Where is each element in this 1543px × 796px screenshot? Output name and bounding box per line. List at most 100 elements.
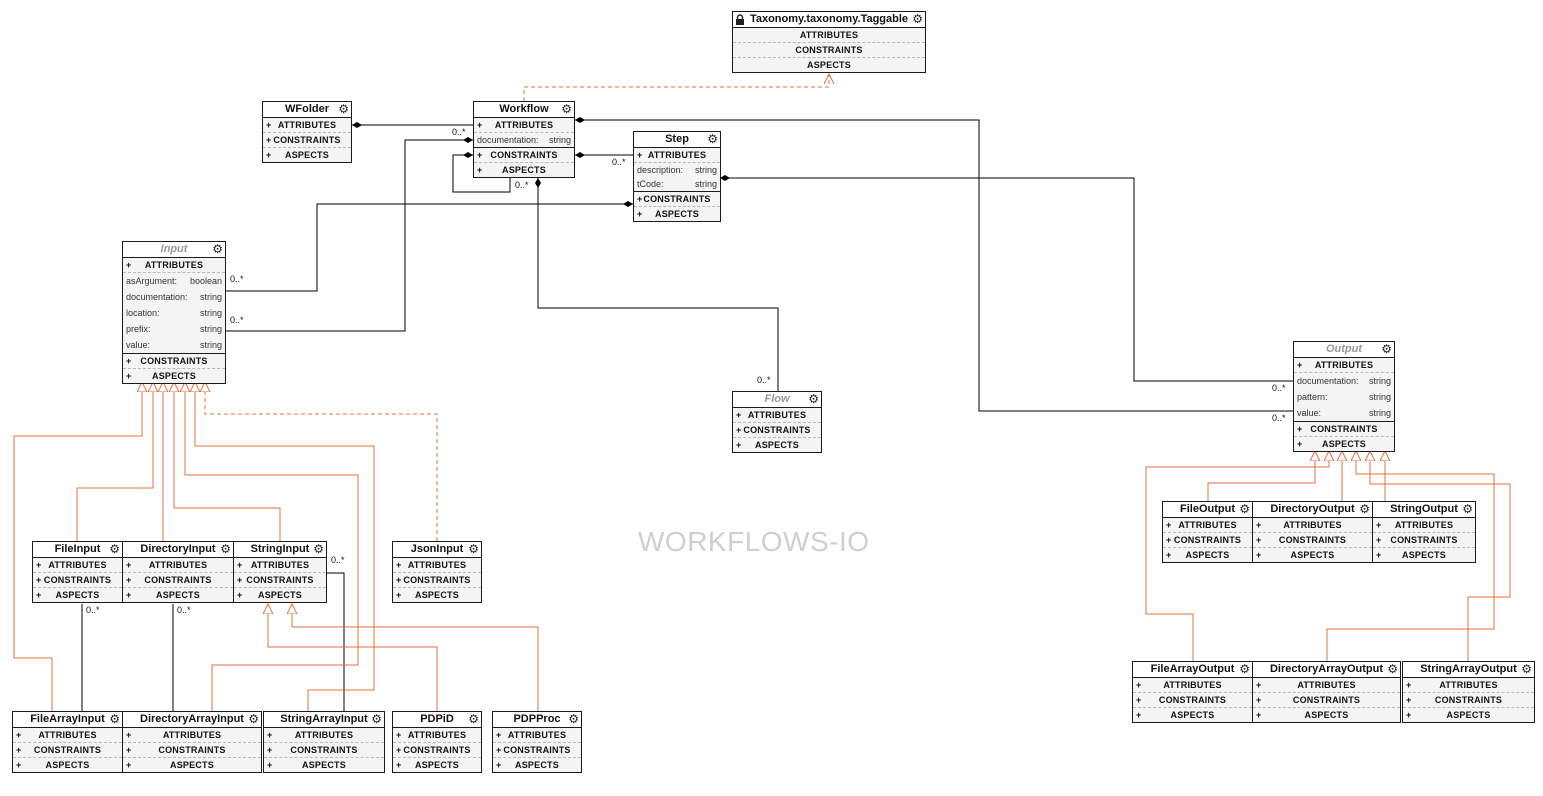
gear-icon[interactable]: ⚙: [1462, 502, 1473, 516]
attribute-row[interactable]: description:string: [637, 165, 717, 175]
constraints-section[interactable]: +CONSTRAINTS: [1163, 533, 1252, 548]
class-stringoutput[interactable]: StringOutput⚙ +ATTRIBUTES +CONSTRAINTS +…: [1372, 501, 1476, 563]
gear-icon[interactable]: ⚙: [109, 712, 120, 726]
attributes-section[interactable]: +ATTRIBUTES: [1133, 678, 1252, 693]
constraints-section[interactable]: +CONSTRAINTS: [1373, 533, 1475, 548]
constraints-section[interactable]: +CONSTRAINTS: [1253, 693, 1400, 708]
aspects-section[interactable]: +ASPECTS: [396, 590, 459, 600]
constraints-section[interactable]: +CONSTRAINTS: [393, 743, 481, 758]
attributes-section[interactable]: +ATTRIBUTES: [733, 408, 821, 423]
constraints-section[interactable]: +CONSTRAINTS: [733, 423, 821, 438]
attributes-section[interactable]: +ATTRIBUTES: [1163, 518, 1252, 533]
class-directoryarrayinput[interactable]: DirectoryArrayInput⚙ +ATTRIBUTES +CONSTR…: [122, 711, 262, 773]
class-wfolder[interactable]: WFolder⚙ +ATTRIBUTES +CONSTRAINTS +ASPEC…: [262, 101, 352, 163]
constraints-section[interactable]: +CONSTRAINTS: [123, 353, 225, 369]
constraints-section[interactable]: +CONSTRAINTS: [1253, 533, 1372, 548]
constraints-section[interactable]: +CONSTRAINTS: [123, 743, 261, 758]
attributes-section[interactable]: +ATTRIBUTES: [123, 258, 225, 273]
attributes-section[interactable]: +ATTRIBUTES: [1403, 678, 1534, 693]
attributes-section[interactable]: +ATTRIBUTES: [1373, 518, 1475, 533]
attributes-section[interactable]: ATTRIBUTES: [733, 28, 925, 43]
class-header[interactable]: Taxonomy.taxonomy.Taggable ⚙: [733, 12, 925, 28]
gear-icon[interactable]: ⚙: [1239, 662, 1250, 676]
aspects-section[interactable]: +ASPECTS: [1256, 550, 1335, 560]
attributes-section[interactable]: +ATTRIBUTES: [1253, 518, 1372, 533]
gear-icon[interactable]: ⚙: [1381, 342, 1392, 356]
aspects-section[interactable]: +ASPECTS: [237, 590, 302, 600]
gear-icon[interactable]: ⚙: [912, 12, 923, 26]
gear-icon[interactable]: ⚙: [808, 392, 819, 406]
class-taggable[interactable]: Taxonomy.taxonomy.Taggable ⚙ ATTRIBUTES …: [732, 11, 926, 73]
attribute-row[interactable]: prefix:string: [126, 324, 222, 334]
class-header[interactable]: PDPProc⚙: [493, 712, 581, 728]
class-directoryinput[interactable]: DirectoryInput⚙ +ATTRIBUTES +CONSTRAINTS…: [122, 541, 234, 603]
class-fileoutput[interactable]: FileOutput⚙ +ATTRIBUTES +CONSTRAINTS +AS…: [1162, 501, 1253, 563]
attribute-row[interactable]: tCode:string: [637, 179, 717, 189]
constraints-section[interactable]: +CONSTRAINTS: [1133, 693, 1252, 708]
attributes-section[interactable]: +ATTRIBUTES: [13, 728, 122, 743]
constraints-section[interactable]: +CONSTRAINTS: [493, 743, 581, 758]
attribute-row[interactable]: value:string: [126, 340, 222, 350]
constraints-section[interactable]: +CONSTRAINTS: [13, 743, 122, 758]
class-header[interactable]: FileArrayInput⚙: [13, 712, 122, 728]
attribute-row[interactable]: location:string: [126, 308, 222, 318]
class-filearrayinput[interactable]: FileArrayInput⚙ +ATTRIBUTES +CONSTRAINTS…: [12, 711, 123, 773]
constraints-section[interactable]: +CONSTRAINTS: [1403, 693, 1534, 708]
attributes-section[interactable]: +ATTRIBUTES: [1294, 358, 1394, 373]
class-header[interactable]: StringOutput⚙: [1373, 502, 1475, 518]
attribute-row[interactable]: value:string: [1297, 408, 1391, 418]
class-pdpid[interactable]: PDPiD⚙ +ATTRIBUTES +CONSTRAINTS +ASPECTS: [392, 711, 482, 773]
class-header[interactable]: DirectoryArrayInput⚙: [123, 712, 261, 728]
aspects-section[interactable]: +ASPECTS: [16, 760, 90, 770]
attributes-section[interactable]: +ATTRIBUTES: [474, 118, 574, 133]
gear-icon[interactable]: ⚙: [1359, 502, 1370, 516]
class-header[interactable]: Output⚙: [1294, 342, 1394, 358]
class-directoryarrayoutput[interactable]: DirectoryArrayOutput⚙ +ATTRIBUTES +CONST…: [1252, 661, 1401, 723]
class-directoryoutput[interactable]: DirectoryOutput⚙ +ATTRIBUTES +CONSTRAINT…: [1252, 501, 1373, 563]
class-stringinput[interactable]: StringInput⚙ +ATTRIBUTES +CONSTRAINTS +A…: [233, 541, 327, 603]
constraints-section[interactable]: +CONSTRAINTS: [634, 191, 720, 207]
class-header[interactable]: Flow⚙: [733, 392, 821, 408]
attribute-row[interactable]: pattern:string: [1297, 392, 1391, 402]
aspects-section[interactable]: +ASPECTS: [1256, 710, 1349, 720]
attributes-section[interactable]: +ATTRIBUTES: [123, 558, 233, 573]
aspects-section[interactable]: +ASPECTS: [477, 165, 546, 175]
constraints-section[interactable]: +CONSTRAINTS: [393, 573, 481, 588]
attributes-section[interactable]: +ATTRIBUTES: [393, 728, 481, 743]
class-header[interactable]: FileArrayOutput⚙: [1133, 662, 1252, 678]
constraints-section[interactable]: +CONSTRAINTS: [123, 573, 233, 588]
aspects-section[interactable]: +ASPECTS: [396, 760, 459, 770]
class-filearrayoutput[interactable]: FileArrayOutput⚙ +ATTRIBUTES +CONSTRAINT…: [1132, 661, 1253, 723]
gear-icon[interactable]: ⚙: [220, 542, 231, 556]
aspects-section[interactable]: +ASPECTS: [1406, 710, 1491, 720]
class-output[interactable]: Output⚙ +ATTRIBUTES documentation:string…: [1293, 341, 1395, 452]
class-stringarrayinput[interactable]: StringArrayInput⚙ +ATTRIBUTES +CONSTRAIN…: [263, 711, 385, 773]
class-header[interactable]: JsonInput⚙: [393, 542, 481, 558]
class-header[interactable]: Step⚙: [634, 132, 720, 148]
class-header[interactable]: StringInput⚙: [234, 542, 326, 558]
class-workflow[interactable]: Workflow⚙ +ATTRIBUTES documentation:stri…: [473, 101, 575, 178]
attributes-section[interactable]: +ATTRIBUTES: [1253, 678, 1400, 693]
class-input[interactable]: Input⚙ +ATTRIBUTES asArgument:boolean do…: [122, 241, 226, 384]
class-header[interactable]: FileOutput⚙: [1163, 502, 1252, 518]
gear-icon[interactable]: ⚙: [313, 542, 324, 556]
aspects-section[interactable]: +ASPECTS: [1136, 710, 1215, 720]
class-header[interactable]: WFolder⚙: [263, 102, 351, 118]
attribute-row[interactable]: asArgument:boolean: [126, 276, 222, 286]
class-header[interactable]: StringArrayInput⚙: [264, 712, 384, 728]
class-header[interactable]: FileInput⚙: [33, 542, 122, 558]
gear-icon[interactable]: ⚙: [371, 712, 382, 726]
constraints-section[interactable]: +CONSTRAINTS: [263, 133, 351, 148]
aspects-section[interactable]: +ASPECTS: [736, 440, 799, 450]
constraints-section[interactable]: +CONSTRAINTS: [264, 743, 384, 758]
class-header[interactable]: DirectoryInput⚙: [123, 542, 233, 558]
aspects-section[interactable]: +ASPECTS: [126, 760, 214, 770]
aspects-section[interactable]: +ASPECTS: [1166, 550, 1230, 560]
class-header[interactable]: Workflow⚙: [474, 102, 574, 118]
attribute-row[interactable]: documentation:string: [477, 135, 571, 145]
aspects-section[interactable]: +ASPECTS: [126, 590, 200, 600]
class-fileinput[interactable]: FileInput⚙ +ATTRIBUTES +CONSTRAINTS +ASP…: [32, 541, 123, 603]
aspects-section[interactable]: +ASPECTS: [267, 760, 346, 770]
gear-icon[interactable]: ⚙: [1387, 662, 1398, 676]
aspects-section[interactable]: ASPECTS: [807, 60, 851, 70]
